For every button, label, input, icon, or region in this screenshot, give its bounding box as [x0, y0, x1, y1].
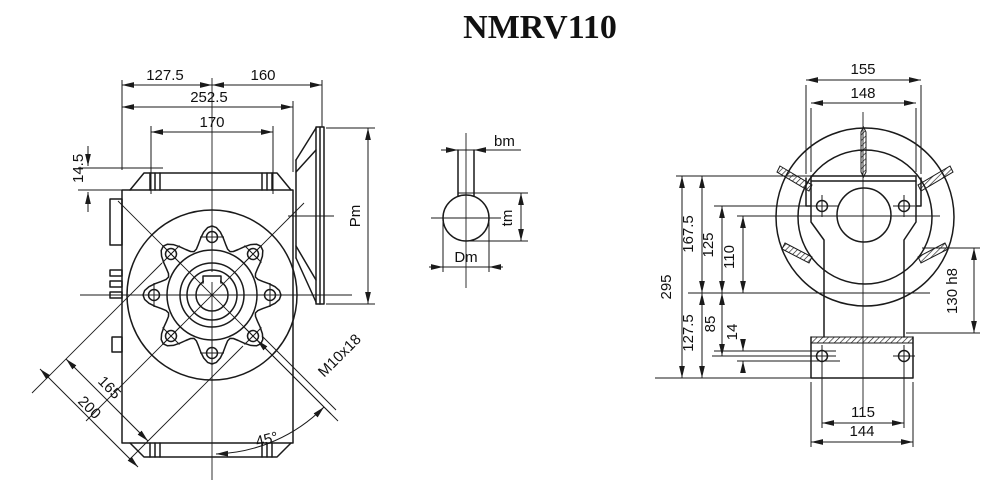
dim-body-width: 148	[850, 85, 875, 102]
dim-overall-height: 295	[658, 274, 675, 299]
dim-foot-width: 144	[849, 423, 874, 440]
dim-bolt-diag-inner: 165	[94, 373, 124, 403]
dim-centre-distance: 110	[721, 245, 738, 269]
dim-axis-to-foot-holes: 85	[702, 316, 719, 333]
dim-shaft-diameter: Dm	[454, 249, 477, 266]
dim-foot-hole-diameter: 14	[724, 324, 741, 341]
dim-foot-hole-spacing: 115	[851, 404, 875, 421]
shaft-view-dimensions	[429, 147, 528, 272]
dim-key-width: bm	[494, 133, 515, 150]
front-view-dimensions	[39, 80, 375, 468]
dim-hole-angle: 45°	[254, 429, 280, 451]
gearbox-body-outline	[109, 172, 294, 458]
motor-flange-bell	[295, 126, 325, 305]
dim-axis-to-top: 167.5	[680, 215, 697, 253]
dim-key-depth: tm	[499, 210, 516, 227]
dim-width-over-ribs: 155	[850, 61, 875, 78]
dim-foot-step: 14.5	[70, 154, 87, 183]
dim-overall-width: 252.5	[190, 89, 228, 106]
shaft-section-view: bm tm Dm	[429, 133, 528, 288]
shaft-section-outline	[442, 149, 490, 242]
dim-axis-to-base: 127.5	[680, 314, 697, 352]
side-view-dimensions	[655, 77, 980, 447]
dim-bolt-circle: 170	[199, 114, 224, 131]
dim-left-to-axis: 127.5	[146, 67, 184, 84]
dim-axis-to-side-holes: 125	[700, 232, 717, 257]
dim-output-spigot: 130 h8	[944, 268, 961, 314]
front-view: 127.5 160 252.5 170 14.5 165 200 45° M10…	[31, 67, 375, 480]
drawing-title: NMRV110	[463, 9, 617, 46]
cooling-fins	[776, 125, 954, 264]
output-bore-keyway	[202, 275, 222, 284]
dim-motor-flange: Pm	[347, 205, 364, 228]
side-view: 155 148 295 167.5 127.5 125 85 110 14 13…	[655, 61, 980, 447]
dim-bolt-diag-outer: 200	[74, 393, 104, 423]
tapped-hole-callout: M10x18	[315, 331, 365, 381]
dim-axis-to-flange: 160	[250, 67, 275, 84]
